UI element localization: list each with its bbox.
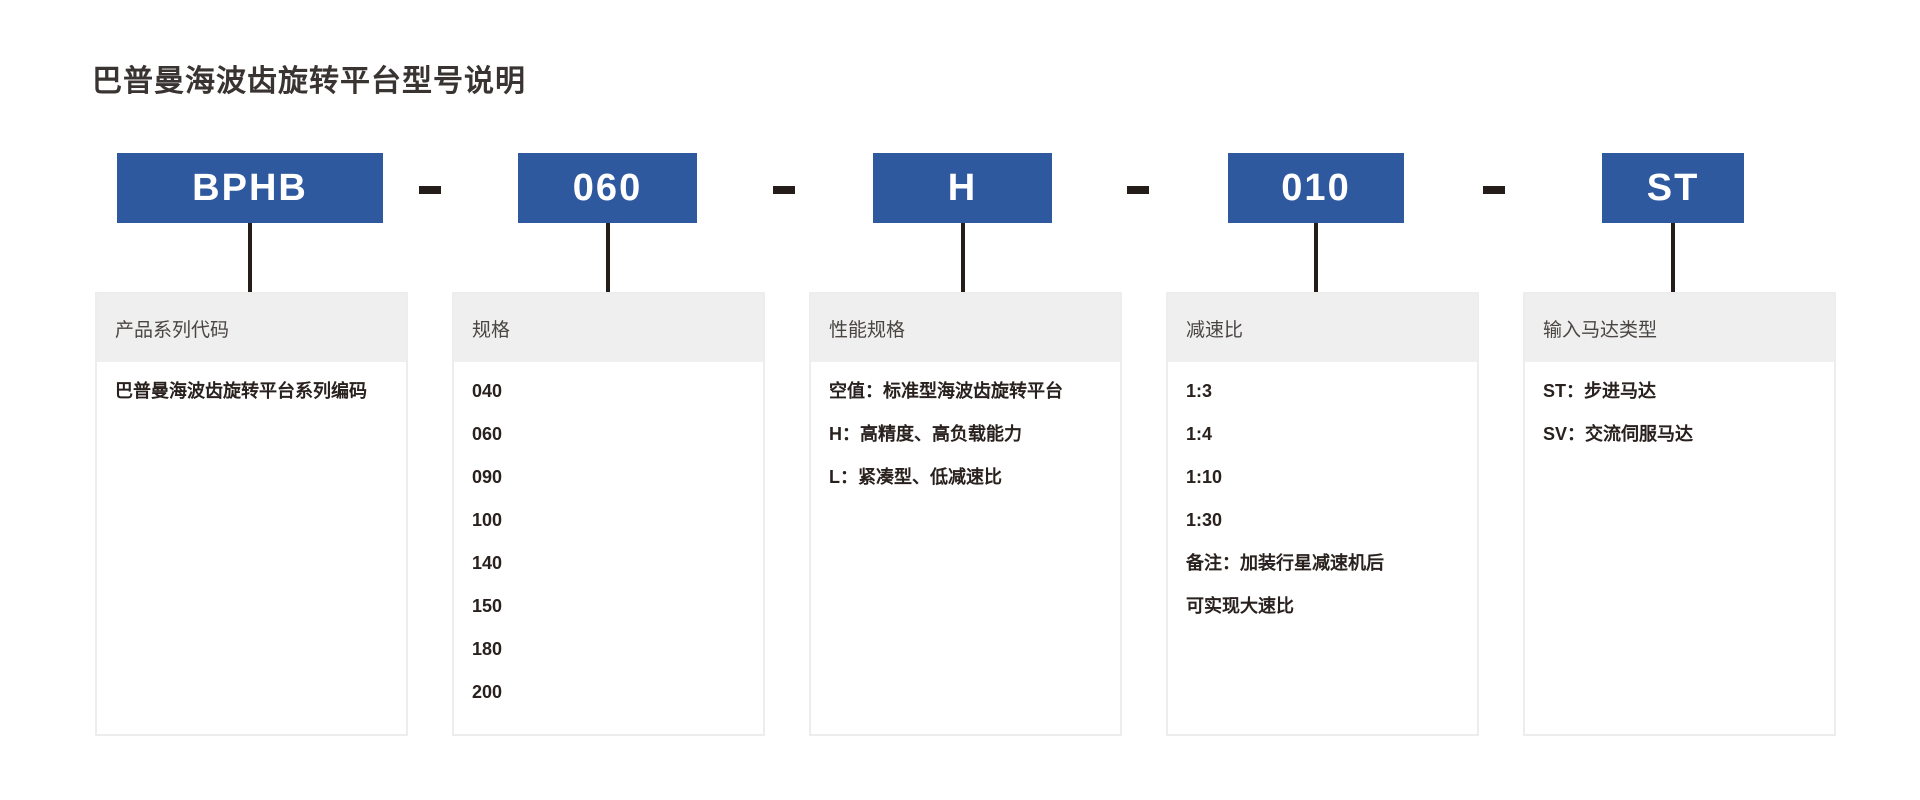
card-line: 040 [472, 381, 503, 401]
connector-line [961, 223, 965, 292]
card-line: 空值：标准型海波齿旋转平台 [829, 381, 1063, 401]
card-line: 1:10 [1186, 467, 1223, 487]
card-line: 1:3 [1186, 381, 1213, 401]
card-line: ST：步进马达 [1543, 381, 1657, 401]
connector-line [1671, 223, 1675, 292]
model-segment-performance: H [873, 153, 1052, 223]
card-line: 1:4 [1186, 424, 1213, 444]
card-line: L：紧凑型、低减速比 [829, 467, 1002, 487]
dash-separator [773, 186, 795, 194]
page-title: 巴普曼海波齿旋转平台型号说明 [92, 65, 526, 98]
card-reduction-ratio: 减速比 1:3 1:4 1:10 1:30 备注：加装行星减速机后可实现大速比 [1166, 292, 1479, 736]
card-line: SV：交流伺服马达 [1543, 424, 1694, 444]
card-body: 空值：标准型海波齿旋转平台 H：高精度、高负载能力 L：紧凑型、低减速比 [811, 362, 1120, 499]
card-line: H：高精度、高负载能力 [829, 424, 1022, 444]
connector-line [1314, 223, 1318, 292]
card-header: 输入马达类型 [1525, 294, 1834, 362]
model-segment-series: BPHB [117, 153, 383, 223]
dash-separator [1127, 186, 1149, 194]
connector-line [248, 223, 252, 292]
dash-separator [1483, 186, 1505, 194]
card-line: 140 [472, 553, 503, 573]
card-body: 1:3 1:4 1:10 1:30 备注：加装行星减速机后可实现大速比 [1168, 362, 1477, 628]
card-line: 备注：加装行星减速机后 [1186, 553, 1384, 573]
card-input-motor-type: 输入马达类型 ST：步进马达 SV：交流伺服马达 [1523, 292, 1836, 736]
card-line: 巴普曼海波齿旋转平台系列编码 [115, 381, 367, 401]
card-line: 150 [472, 596, 503, 616]
card-line: 100 [472, 510, 503, 530]
card-body: ST：步进马达 SV：交流伺服马达 [1525, 362, 1834, 456]
model-segment-motor: ST [1602, 153, 1744, 223]
card-performance-spec: 性能规格 空值：标准型海波齿旋转平台 H：高精度、高负载能力 L：紧凑型、低减速比 [809, 292, 1122, 736]
card-line: 可实现大速比 [1186, 596, 1294, 616]
card-header: 规格 [454, 294, 763, 362]
card-line: 200 [472, 682, 503, 702]
card-size-spec: 规格 040 060 090 100 140 150 180 200 [452, 292, 765, 736]
card-header: 产品系列代码 [97, 294, 406, 362]
model-segment-ratio: 010 [1228, 153, 1404, 223]
card-header: 减速比 [1168, 294, 1477, 362]
card-line: 060 [472, 424, 503, 444]
card-line: 090 [472, 467, 503, 487]
card-line: 180 [472, 639, 503, 659]
model-segment-size: 060 [518, 153, 697, 223]
connector-line [606, 223, 610, 292]
card-series-code: 产品系列代码 巴普曼海波齿旋转平台系列编码 [95, 292, 408, 736]
dash-separator [419, 186, 441, 194]
card-body: 巴普曼海波齿旋转平台系列编码 [97, 362, 406, 413]
card-header: 性能规格 [811, 294, 1120, 362]
card-body: 040 060 090 100 140 150 180 200 [454, 362, 763, 714]
card-line: 1:30 [1186, 510, 1223, 530]
